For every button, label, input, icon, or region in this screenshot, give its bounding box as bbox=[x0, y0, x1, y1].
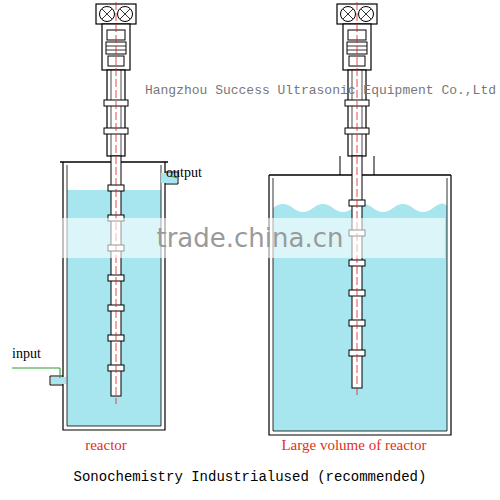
reactor-label: Large volume of reactor bbox=[281, 437, 426, 454]
input-label: input bbox=[12, 346, 41, 361]
site-watermark: trade.china.cn bbox=[156, 224, 343, 253]
output-label: output bbox=[166, 165, 202, 180]
reactor-label: reactor bbox=[85, 437, 127, 454]
caption: Sonochemistry Industrialused (recommende… bbox=[74, 470, 427, 485]
company-watermark: Hangzhou Success Ultrasonic Equipment Co… bbox=[145, 84, 496, 98]
